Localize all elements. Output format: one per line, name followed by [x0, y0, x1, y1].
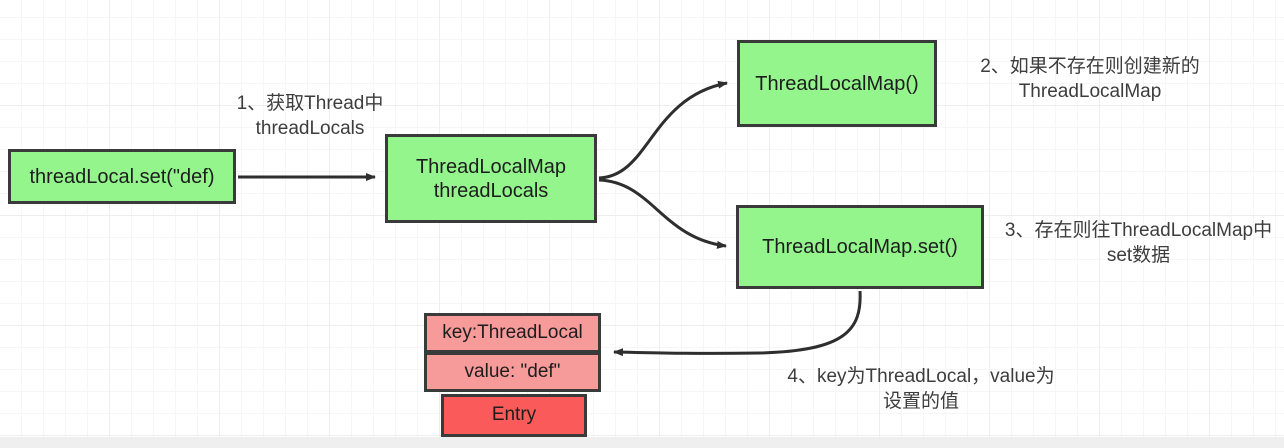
edge-threadlocals-to-map-set	[598, 178, 727, 249]
node-threadlocalmap-constructor[interactable]: ThreadLocalMap()	[737, 40, 937, 127]
step-1-label: 1、获取Thread中 threadLocals	[236, 93, 384, 139]
step-3-label: 3、存在则往ThreadLocalMap中 set数据	[1004, 220, 1273, 266]
edge-map-set-to-entry	[613, 290, 862, 357]
entry-key-cell[interactable]: key:ThreadLocal	[424, 313, 601, 353]
entry-label-cell[interactable]: Entry	[441, 394, 587, 437]
footer-strip	[0, 437, 1284, 448]
node-threadlocalmap-threadlocals[interactable]: ThreadLocalMap threadLocals	[385, 134, 597, 223]
node-threadlocalmap-set[interactable]: ThreadLocalMap.set()	[736, 205, 984, 289]
edge-threadlocals-to-map-ctor	[598, 80, 728, 180]
step-4-label: 4、key为ThreadLocal，value为 设置的值	[787, 366, 1055, 412]
node-threadlocal-set[interactable]: threadLocal.set("def)	[8, 149, 236, 204]
step-2-label: 2、如果不存在则创建新的 ThreadLocalMap	[980, 56, 1200, 102]
entry-value-cell[interactable]: value: "def"	[424, 352, 601, 392]
